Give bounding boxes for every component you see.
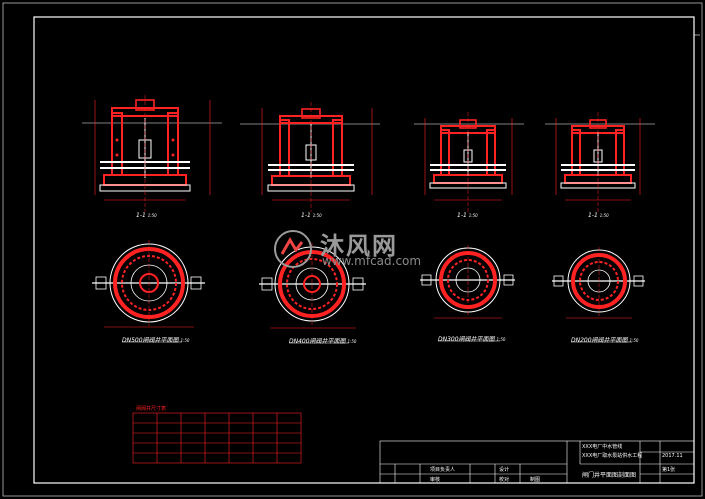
plan-title-4: DN200闸阀井平面图 1:50 — [571, 337, 639, 344]
plan-title-1: DN500闸阀井平面图 1:50 — [122, 337, 190, 344]
tb-date: 2017.11 — [662, 453, 683, 459]
tb-cell-1: 项目负责人 — [430, 467, 456, 473]
section-label-2: 1-1 1:50 — [301, 212, 322, 219]
section-label-3: 1-1 1:50 — [457, 212, 478, 219]
watermark-brand: 沐风网 — [320, 232, 398, 260]
table-title: 闸阀井尺寸表 — [136, 406, 167, 412]
section-view-dn300 — [424, 112, 513, 212]
section-label-1: 1-1 1:50 — [136, 212, 157, 219]
tb-project: XXX电厂中水管线 — [582, 444, 623, 450]
plan-view-dn500 — [92, 240, 205, 328]
plan-view-dn400 — [259, 243, 366, 329]
tb-cell-3: 审核 — [430, 477, 441, 483]
drawing-frame — [33, 16, 695, 484]
watermark: 沐风网 www.mfcad.com — [272, 226, 442, 272]
watermark-logo-icon — [274, 230, 312, 268]
section-view-dn200 — [555, 112, 641, 212]
plan-title-2: DN400闸阀井平面图 1:50 — [289, 338, 357, 345]
tb-subproject: XXX电厂取水泵站供水工程 — [582, 453, 643, 459]
tb-drawing-title: 闸门井平面图剖面图 — [582, 472, 637, 479]
plan-view-dn300 — [420, 245, 515, 319]
tb-cell-4: 校对 — [499, 477, 510, 483]
watermark-url: www.mfcad.com — [322, 254, 422, 268]
dimension-table — [132, 412, 302, 464]
section-label-4: 1-1 1:50 — [588, 212, 609, 219]
section-view-dn400 — [261, 102, 373, 212]
plan-title-3: DN300闸阀井平面图 1:50 — [438, 336, 506, 343]
plan-view-dn200 — [552, 247, 645, 319]
section-view-dn500 — [94, 95, 211, 212]
title-block — [379, 440, 695, 484]
tb-sheet: 第1张 — [662, 467, 676, 473]
tb-cell-5: 制图 — [530, 477, 541, 483]
tb-cell-2: 设计 — [499, 467, 510, 473]
